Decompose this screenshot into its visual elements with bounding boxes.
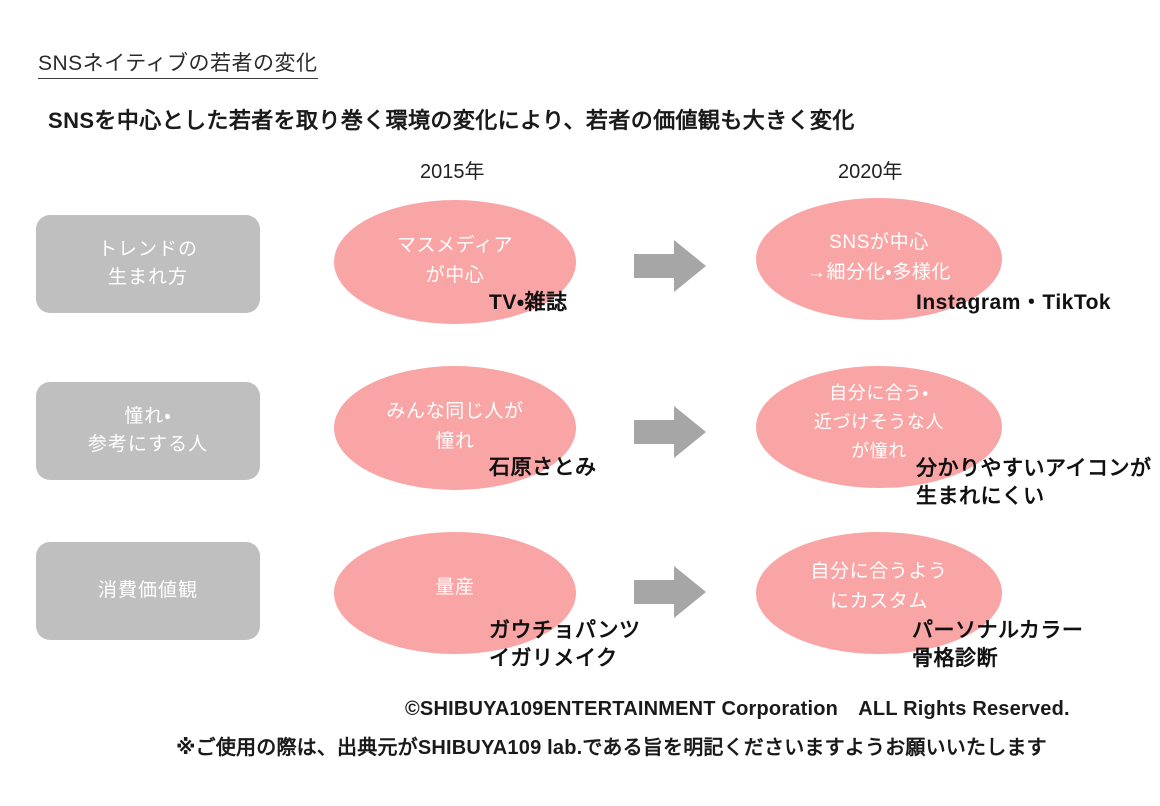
bubble-2020-consumption: 自分に合うよう にカスタム: [756, 532, 1002, 654]
caption-2020-trend: Instagram・TikTok: [916, 289, 1111, 317]
bubble-line-1: 自分に合う・: [829, 382, 929, 403]
bubble-2020-aspiration: 自分に合う・ 近づけそうな人 が憧れ: [756, 366, 1002, 488]
bubble-line-2: 憧れ: [435, 431, 475, 452]
caption-2015-aspiration: 石原さとみ: [489, 454, 597, 482]
caption-line-1: Instagram・TikTok: [916, 291, 1112, 314]
arrow-right-icon: [634, 566, 706, 618]
caption-line-1: パーソナルカラー: [912, 619, 1084, 642]
caption-2015-consumption: ガウチョパンツ イガリメイク: [489, 617, 641, 673]
caption-line-2: 骨格診断: [912, 646, 998, 670]
caption-line-1: TV・雑誌: [489, 291, 568, 314]
row-label-line1: 憧れ・: [124, 406, 172, 428]
caption-2020-aspiration: 分かりやすいアイコンが 生まれにくい: [916, 455, 1151, 511]
caption-line-1: 分かりやすいアイコンが: [916, 457, 1152, 480]
page-title: SNSネイティブの若者の変化: [38, 52, 318, 80]
bubble-line-3: が憧れ: [851, 440, 907, 461]
row-label-line1: 消費価値観: [97, 580, 198, 602]
bubble-line-2: →細分化・多様化: [806, 262, 952, 283]
row-label-line2: 参考にする人: [87, 434, 209, 455]
caption-line-2: イガリメイク: [489, 646, 618, 670]
bubble-line-2: 近づけそうな人: [813, 411, 945, 432]
row-label-aspiration: 憧れ・ 参考にする人: [36, 382, 260, 480]
caption-line-1: 石原さとみ: [489, 456, 597, 479]
bubble-line-1: みんな同じ人が: [386, 400, 524, 422]
bubble-2015-aspiration: みんな同じ人が 憧れ: [334, 366, 576, 490]
footer-note: ※ご使用の際は、出典元がSHIBUYA109 lab.である旨を明記くださいます…: [176, 737, 1047, 759]
row-label-line2: 生まれ方: [107, 267, 188, 288]
column-header-2020: 2020年: [838, 161, 903, 183]
caption-2015-trend: TV・雑誌: [489, 289, 567, 317]
bubble-line-1: SNSが中心: [829, 231, 929, 253]
page-subtitle: SNSを中心とした若者を取り巻く環境の変化により、若者の価値観も大きく変化: [48, 108, 855, 133]
bubble-line-2: が中心: [425, 265, 485, 286]
bubble-2015-trend: マスメディア が中心: [334, 200, 576, 324]
row-label-trend: トレンドの 生まれ方: [36, 215, 260, 313]
arrow-right-icon: [634, 406, 706, 458]
caption-line-1: ガウチョパンツ: [489, 619, 641, 642]
column-header-2015: 2015年: [420, 161, 485, 183]
bubble-line-1: マスメディア: [396, 234, 514, 256]
caption-line-2: 生まれにくい: [916, 484, 1045, 508]
bubble-2020-trend: SNSが中心 →細分化・多様化: [756, 198, 1002, 320]
row-label-consumption: 消費価値観: [36, 542, 260, 640]
row-label-line1: トレンドの: [97, 239, 198, 261]
arrow-right-icon: [634, 240, 706, 292]
bubble-line-2: にカスタム: [829, 591, 928, 612]
caption-2020-consumption: パーソナルカラー 骨格診断: [912, 617, 1083, 673]
footer-copyright: ©SHIBUYA109ENTERTAINMENT Corporation ALL…: [405, 698, 1070, 720]
bubble-2015-consumption: 量産: [334, 532, 576, 654]
bubble-line-1: 自分に合うよう: [810, 560, 948, 582]
bubble-line-1: 量産: [435, 576, 475, 598]
